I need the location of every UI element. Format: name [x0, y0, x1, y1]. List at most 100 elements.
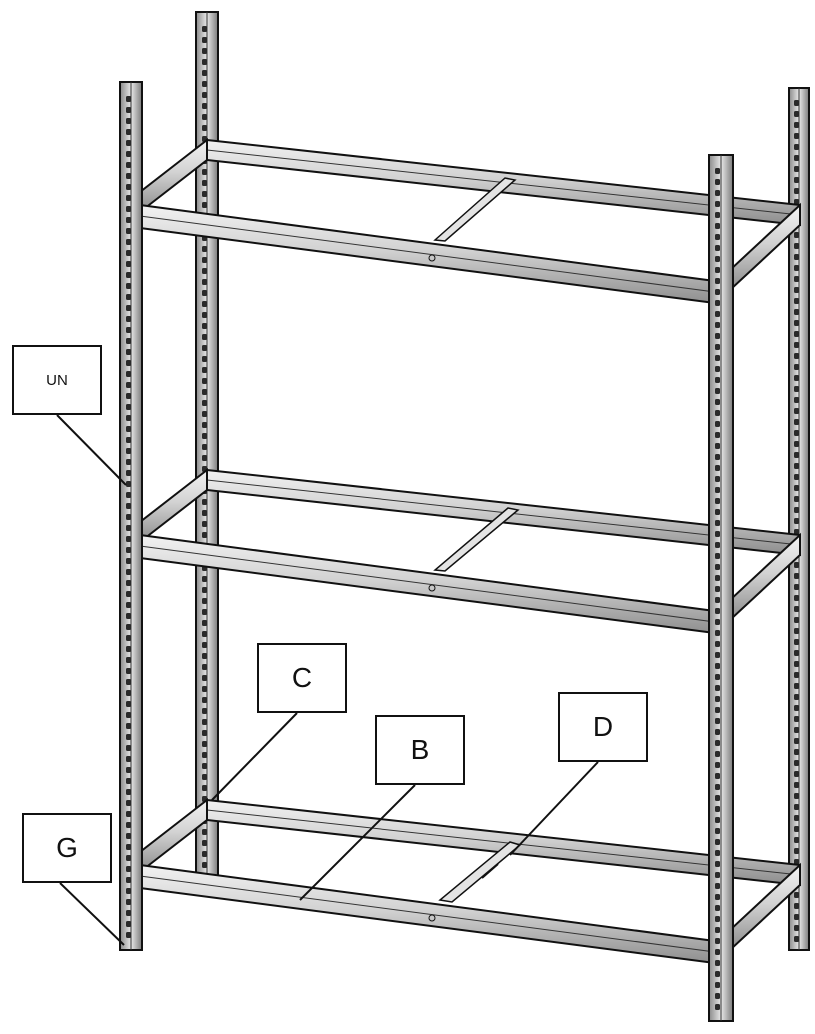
upright-hole	[715, 806, 720, 812]
upright-hole	[715, 938, 720, 944]
upright-hole	[794, 562, 799, 568]
upright-hole	[202, 631, 207, 637]
callout-c: C	[257, 643, 347, 713]
upright-hole	[202, 642, 207, 648]
upright-hole	[794, 133, 799, 139]
upright-hole	[202, 532, 207, 538]
leader-b	[299, 784, 416, 901]
upright-hole	[794, 331, 799, 337]
upright-hole	[202, 433, 207, 439]
upright-hole	[202, 202, 207, 208]
upright-hole	[794, 188, 799, 194]
upright-hole	[202, 521, 207, 527]
upright-hole	[794, 463, 799, 469]
upright-hole	[715, 586, 720, 592]
upright-hole	[794, 320, 799, 326]
upright-hole	[794, 298, 799, 304]
upright-hole	[126, 635, 131, 641]
upright-hole	[202, 114, 207, 120]
upright-hole	[794, 144, 799, 150]
upright-hole	[715, 564, 720, 570]
leader-g	[59, 882, 125, 946]
callout-b: B	[375, 715, 465, 785]
upright-hole	[126, 756, 131, 762]
upright-hole	[126, 558, 131, 564]
upright-hole	[794, 397, 799, 403]
upright-hole	[715, 971, 720, 977]
upright-hole	[126, 888, 131, 894]
upright-hole	[202, 323, 207, 329]
upright-hole	[794, 749, 799, 755]
upright-hole	[794, 793, 799, 799]
upright-hole	[126, 470, 131, 476]
upright-hole	[794, 155, 799, 161]
upright-hole	[202, 862, 207, 868]
upright-hole	[794, 177, 799, 183]
upright-hole	[126, 514, 131, 520]
upright-hole	[715, 520, 720, 526]
upright-hole	[126, 382, 131, 388]
upright-hole	[715, 993, 720, 999]
upright-hole	[202, 697, 207, 703]
upright-hole	[202, 367, 207, 373]
upright-hole	[202, 345, 207, 351]
upright-hole	[794, 672, 799, 678]
upright-hole	[126, 679, 131, 685]
upright-hole	[794, 584, 799, 590]
upright-hole	[126, 173, 131, 179]
upright-hole	[794, 639, 799, 645]
upright-hole	[202, 763, 207, 769]
upright-hole	[126, 492, 131, 498]
upright-hole	[794, 507, 799, 513]
upright-hole	[715, 696, 720, 702]
upright-hole	[715, 784, 720, 790]
upright-hole	[126, 294, 131, 300]
upright-hole	[794, 848, 799, 854]
upright-hole	[202, 290, 207, 296]
upright-hole	[715, 729, 720, 735]
upright-hole	[715, 377, 720, 383]
upright-hole	[126, 228, 131, 234]
upright-hole	[794, 738, 799, 744]
upright-hole	[202, 455, 207, 461]
upright-hole	[202, 444, 207, 450]
upright-hole	[794, 452, 799, 458]
upright-hole	[126, 932, 131, 938]
upright-hole	[202, 169, 207, 175]
upright-hole	[202, 180, 207, 186]
upright-hole	[794, 232, 799, 238]
upright-hole	[715, 751, 720, 757]
upright-hole	[794, 650, 799, 656]
upright-hole	[126, 503, 131, 509]
upright-hole	[715, 718, 720, 724]
upright-hole	[126, 272, 131, 278]
upright-hole	[202, 70, 207, 76]
upright-hole	[126, 360, 131, 366]
upright-hole	[794, 485, 799, 491]
upright-hole	[715, 454, 720, 460]
upright-hole	[794, 727, 799, 733]
upright-hole	[126, 393, 131, 399]
upright-hole	[126, 217, 131, 223]
upright-hole	[715, 168, 720, 174]
upright-hole	[202, 510, 207, 516]
upright-hole	[202, 378, 207, 384]
upright-hole	[794, 375, 799, 381]
upright-hole	[202, 840, 207, 846]
upright-hole	[126, 96, 131, 102]
upright-hole	[715, 421, 720, 427]
upright-hole	[794, 111, 799, 117]
upright-hole	[126, 668, 131, 674]
upright-hole	[794, 430, 799, 436]
upright-hole	[794, 892, 799, 898]
upright-hole	[126, 250, 131, 256]
upright-hole	[202, 400, 207, 406]
upright-hole	[794, 661, 799, 667]
upright-hole	[126, 822, 131, 828]
upright-hole	[715, 861, 720, 867]
upright-hole	[715, 1004, 720, 1010]
upright-hole	[126, 833, 131, 839]
upright-hole	[715, 828, 720, 834]
upright-hole	[202, 246, 207, 252]
